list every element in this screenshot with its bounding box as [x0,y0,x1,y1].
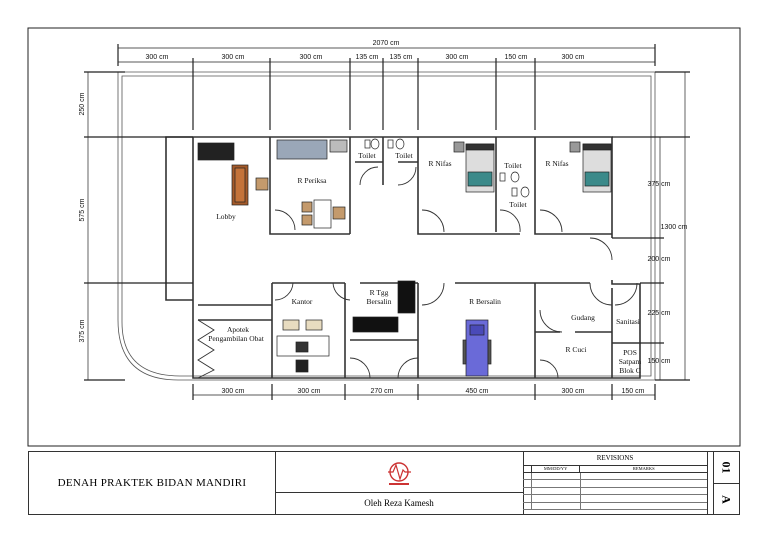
lobby-chair-icon [255,177,269,191]
room-label-periksa: R Periksa [298,176,328,185]
dim-right-4: 150 cm [648,358,671,365]
site-outline [117,71,656,381]
sheet-letter: A [719,495,734,504]
dim-total-width: 2070 cm [373,40,400,47]
dim-top-6: 300 cm [446,54,469,61]
room-label-gudang: Gudang [571,313,595,322]
dim-left-1: 250 cm [79,92,86,115]
room-label-sanitasi: Sanitasi [616,317,640,326]
toilet-icon [370,138,380,150]
dim-bottom-3: 270 cm [371,388,394,395]
dim-top-5: 135 cm [390,54,413,61]
exam-bed-icon [276,139,328,160]
patient-bed-icon [453,141,495,193]
dim-bottom-2: 300 cm [298,388,321,395]
dim-bottom-6: 150 cm [622,388,645,395]
drawing-frame [27,27,741,447]
dim-top-7: 150 cm [505,54,528,61]
room-label-pos-2: Satpam [619,357,642,366]
title-block: DENAH PRAKTEK BIDAN MANDIRI Oleh Reza Ka… [28,451,740,515]
room-label-bersalin: R Bersalin [469,297,501,306]
dim-bottom-1: 300 cm [222,388,245,395]
revisions-col-remarks: REMARKS [632,466,655,471]
logo [275,452,524,493]
room-label-nifas-2: R Nifas [545,159,568,168]
dim-right-2: 200 cm [648,256,671,263]
lobby-sofa-icon [197,142,235,161]
room-label-pengambilan: Pengambilan Obat [208,334,265,343]
dim-left-3: 375 cm [79,319,86,342]
dimension-lines [87,47,686,396]
desk-icon [313,199,332,229]
dim-top-4: 135 cm [356,54,379,61]
room-label-kantor: Kantor [292,297,313,306]
revision-row [523,473,707,481]
room-label-apotek: Apotek [227,325,249,334]
dim-right-1: 375 cm [648,181,671,188]
sheet-number: 01 [719,461,734,474]
dim-top-8: 300 cm [562,54,585,61]
dim-total-depth: 1300 cm [661,224,688,231]
revisions-table: REVISIONS MM/DD/YY REMARKS [523,452,708,514]
room-label-toilet-2: Toilet [395,151,413,160]
revision-row [523,487,707,496]
room-label-tgg-2: Bersalin [367,297,392,306]
room-label-toilet-4: Toilet [509,200,527,209]
room-label-pos-1: POS [623,348,637,357]
dim-right-3: 225 cm [648,310,671,317]
room-label-toilet-1: Toilet [358,151,376,160]
dim-bottom-5: 300 cm [562,388,585,395]
apotek-shelf [197,319,215,379]
revision-row [523,480,707,488]
furniture [197,138,612,377]
room-label-nifas-1: R Nifas [428,159,451,168]
room-label-toilet-3: Toilet [504,161,522,170]
dim-top-3: 300 cm [300,54,323,61]
revision-row [523,495,707,503]
dim-left-2: 575 cm [79,198,86,221]
dim-bottom-4: 450 cm [466,388,489,395]
revisions-header: REVISIONS [523,452,707,466]
revisions-col-date: MM/DD/YY [532,466,581,472]
room-label-lobby: Lobby [216,212,236,221]
dim-top-2: 300 cm [222,54,245,61]
delivery-bed-icon [462,319,492,377]
room-label-pos-3: Blok C [619,366,640,375]
dim-top-1: 300 cm [146,54,169,61]
dimension-ticks [84,44,690,400]
room-label-tgg-1: R Tgg [370,288,389,297]
revision-row [523,502,707,510]
author: Oleh Reza Kamesh [275,492,524,514]
drawing-title: DENAH PRAKTEK BIDAN MANDIRI [29,452,276,514]
room-label-cuci: R Cuci [565,345,586,354]
door-swings [274,166,638,379]
